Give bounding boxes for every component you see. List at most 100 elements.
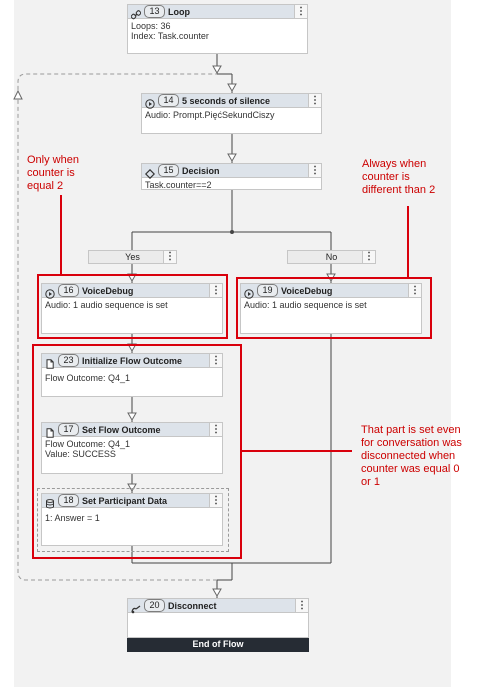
node-body: Audio: Prompt.PięćSekundCiszy bbox=[142, 108, 321, 122]
node-detail-line: Flow Outcome: Q4_1 bbox=[45, 439, 131, 449]
branch-menu-button[interactable]: ⋮ bbox=[163, 251, 176, 263]
note-line: counter is bbox=[362, 171, 410, 183]
node-header: 20 Disconnect ⋮ bbox=[128, 599, 308, 613]
branch-no[interactable]: No ⋮ bbox=[287, 250, 376, 264]
voicedebug-16-node[interactable]: 16 VoiceDebug ⋮ Audio: 1 audio sequence … bbox=[41, 283, 223, 334]
node-menu-button[interactable]: ⋮ bbox=[209, 494, 222, 507]
node-number: 13 bbox=[144, 5, 165, 18]
play-icon bbox=[244, 286, 254, 299]
node-body: Loops: 36 Index: Task.counter bbox=[128, 19, 307, 43]
note-only-when-equal-2: Only when counter is equal 2 bbox=[27, 154, 79, 193]
annotation-box-yes-branch bbox=[37, 274, 228, 339]
note-line: Only when bbox=[27, 154, 79, 166]
branch-menu-button[interactable]: ⋮ bbox=[362, 251, 375, 263]
note-line: counter is bbox=[27, 167, 75, 179]
silence-node-header: 14 5 seconds of silence ⋮ bbox=[142, 94, 321, 109]
node-detail-line: Audio: 1 audio sequence is set bbox=[244, 300, 367, 310]
node-menu-button[interactable]: ⋮ bbox=[308, 94, 321, 107]
decision-node-header: 15 Decision ⋮ bbox=[142, 164, 321, 179]
note-that-part-is-set: That part is set even for conversation w… bbox=[361, 424, 462, 489]
node-title: Decision bbox=[182, 165, 220, 176]
node-header: 23 Initialize Flow Outcome ⋮ bbox=[42, 354, 222, 369]
node-number: 14 bbox=[158, 94, 179, 107]
node-number: 19 bbox=[257, 284, 278, 297]
loop-node-header: 13 Loop ⋮ bbox=[128, 5, 307, 19]
initialize-flow-outcome-node[interactable]: 23 Initialize Flow Outcome ⋮ Flow Outcom… bbox=[41, 353, 223, 397]
node-number: 16 bbox=[58, 284, 79, 297]
node-title: Set Flow Outcome bbox=[82, 424, 161, 435]
node-title: Initialize Flow Outcome bbox=[82, 355, 183, 366]
branch-yes-label: Yes bbox=[125, 252, 140, 262]
note-line: disconnected when bbox=[361, 450, 456, 462]
node-title: Set Participant Data bbox=[82, 495, 168, 506]
node-header: 17 Set Flow Outcome ⋮ bbox=[42, 423, 222, 438]
node-detail-line: 1: Answer = 1 bbox=[45, 513, 100, 523]
node-body: Audio: 1 audio sequence is set bbox=[241, 298, 421, 312]
node-number: 18 bbox=[58, 494, 79, 507]
decision-node[interactable]: 15 Decision ⋮ Task.counter==2 bbox=[141, 163, 322, 190]
branch-yes[interactable]: Yes ⋮ bbox=[88, 250, 177, 264]
note-always-when-different: Always when counter is different than 2 bbox=[362, 158, 435, 197]
note-line: Always when bbox=[362, 158, 427, 170]
node-detail-line: Audio: 1 audio sequence is set bbox=[45, 300, 168, 310]
play-icon bbox=[45, 286, 55, 299]
node-detail-line: Value: SUCCESS bbox=[45, 449, 116, 459]
node-body: Flow Outcome: Q4_1 Value: SUCCESS bbox=[42, 437, 222, 461]
note-line: or 1 bbox=[361, 476, 380, 488]
document-icon bbox=[45, 425, 55, 438]
node-menu-button[interactable]: ⋮ bbox=[408, 284, 421, 297]
play-icon bbox=[145, 96, 155, 109]
voicedebug-19-node[interactable]: 19 VoiceDebug ⋮ Audio: 1 audio sequence … bbox=[240, 283, 422, 334]
node-number: 17 bbox=[58, 423, 79, 436]
node-body: Flow Outcome: Q4_1 bbox=[42, 368, 222, 385]
node-number: 15 bbox=[158, 164, 179, 177]
note-line: for conversation was bbox=[361, 437, 462, 449]
note-line: different than 2 bbox=[362, 184, 436, 196]
node-title: VoiceDebug bbox=[82, 285, 134, 296]
set-flow-outcome-node[interactable]: 17 Set Flow Outcome ⋮ Flow Outcome: Q4_1… bbox=[41, 422, 223, 474]
node-menu-button[interactable]: ⋮ bbox=[209, 423, 222, 436]
loop-node[interactable]: 13 Loop ⋮ Loops: 36 Index: Task.counter bbox=[127, 4, 308, 54]
document-icon bbox=[45, 356, 55, 369]
node-body: 1: Answer = 1 bbox=[42, 508, 222, 525]
node-detail-line: Flow Outcome: Q4_1 bbox=[45, 373, 131, 383]
database-icon bbox=[45, 496, 55, 508]
silence-node[interactable]: 14 5 seconds of silence ⋮ Audio: Prompt.… bbox=[141, 93, 322, 134]
node-body: Audio: 1 audio sequence is set bbox=[42, 298, 222, 312]
note-line: That part is set even bbox=[361, 424, 461, 436]
disconnect-node[interactable]: 20 Disconnect ⋮ bbox=[127, 598, 309, 638]
node-number: 23 bbox=[58, 354, 79, 367]
decision-diamond-icon bbox=[144, 166, 156, 179]
end-of-flow-bar: End of Flow bbox=[127, 638, 309, 652]
node-title: Disconnect bbox=[168, 600, 217, 611]
node-menu-button[interactable]: ⋮ bbox=[209, 354, 222, 367]
annotation-box-outcome-group bbox=[32, 344, 242, 559]
node-menu-button[interactable]: ⋮ bbox=[294, 5, 307, 18]
node-menu-button[interactable]: ⋮ bbox=[295, 599, 308, 612]
node-header: 18 Set Participant Data ⋮ bbox=[42, 494, 222, 508]
node-detail-line: Audio: Prompt.PięćSekundCiszy bbox=[145, 110, 275, 120]
voicedebug-node-header: 19 VoiceDebug ⋮ bbox=[241, 284, 421, 299]
node-number: 20 bbox=[144, 599, 165, 612]
disconnect-icon bbox=[131, 601, 141, 613]
note-line: equal 2 bbox=[27, 180, 64, 192]
node-detail-line: Task.counter==2 bbox=[145, 180, 212, 190]
voicedebug-node-header: 16 VoiceDebug ⋮ bbox=[42, 284, 222, 299]
node-title: VoiceDebug bbox=[281, 285, 333, 296]
node-body: Task.counter==2 bbox=[142, 178, 321, 192]
selection-outline bbox=[37, 488, 229, 552]
node-title: Loop bbox=[168, 6, 190, 17]
branch-no-label: No bbox=[325, 252, 338, 262]
loop-link-icon bbox=[130, 7, 142, 19]
set-participant-data-node[interactable]: 18 Set Participant Data ⋮ 1: Answer = 1 bbox=[41, 493, 223, 546]
node-detail-line: Index: Task.counter bbox=[131, 31, 209, 41]
note-line: counter was equal 0 bbox=[361, 463, 460, 475]
node-menu-button[interactable]: ⋮ bbox=[308, 164, 321, 177]
node-title: 5 seconds of silence bbox=[182, 95, 271, 106]
node-menu-button[interactable]: ⋮ bbox=[209, 284, 222, 297]
node-detail-line: Loops: 36 bbox=[131, 21, 171, 31]
annotation-box-no-branch bbox=[236, 277, 432, 339]
